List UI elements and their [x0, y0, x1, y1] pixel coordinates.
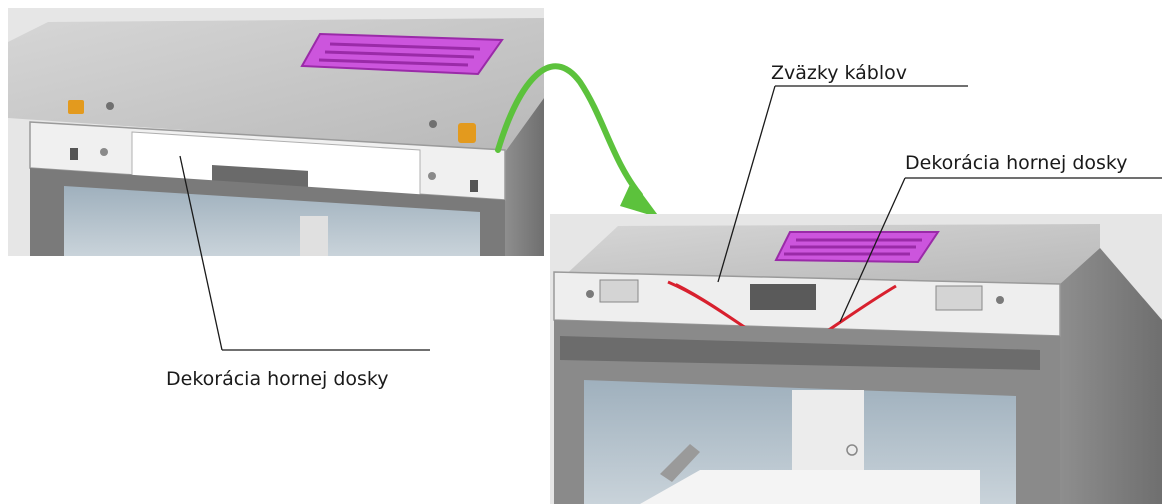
left-door-glass	[64, 186, 480, 256]
screw-icon	[106, 102, 114, 110]
label-top-board-decoration-left: Dekorácia hornej dosky	[166, 368, 389, 390]
right-center-latch	[750, 284, 816, 310]
screw-icon	[429, 120, 437, 128]
arrow-head-icon	[620, 180, 660, 218]
right-orange-knob	[458, 123, 476, 143]
right-vent-grille	[774, 231, 940, 264]
right-cabinet-side	[1060, 248, 1162, 504]
transition-arrow	[495, 63, 660, 218]
right-appliance-figure	[550, 85, 1162, 504]
left-cabinet-side	[505, 98, 544, 256]
left-orange-knob	[68, 100, 84, 114]
left-appliance-figure	[8, 8, 544, 351]
label-cable-ties: Zväzky káblov	[771, 62, 908, 84]
leader-line-cable-ties	[717, 85, 776, 283]
leader-line-left-decoration	[179, 155, 223, 351]
left-door-divider	[300, 216, 328, 256]
left-vent-grille	[300, 32, 504, 76]
leader-line-right-decoration	[839, 177, 906, 323]
label-top-board-decoration-right: Dekorácia hornej dosky	[905, 152, 1128, 174]
